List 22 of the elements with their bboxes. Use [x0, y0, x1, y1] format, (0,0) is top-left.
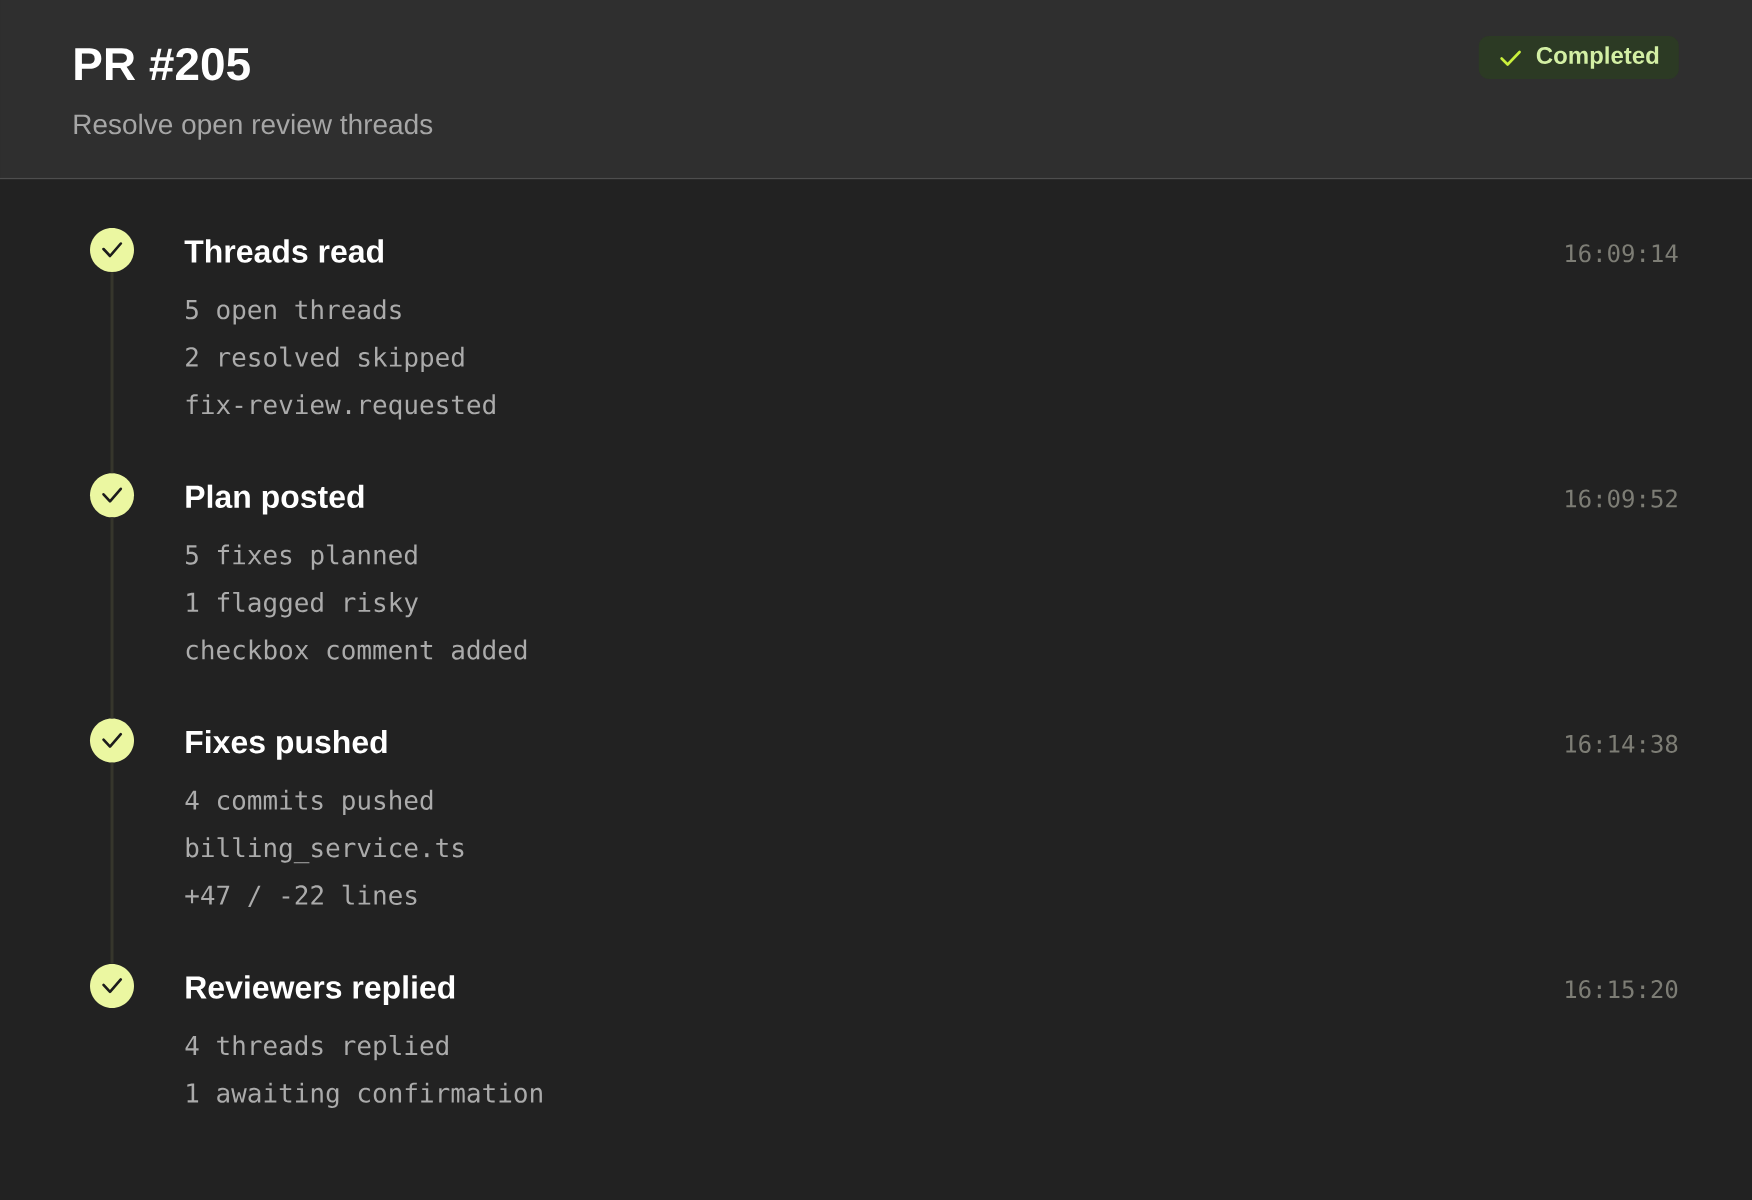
step-detail: checkbox comment added	[186, 639, 527, 660]
step-detail: 5 fixes planned	[186, 544, 417, 570]
step-detail: +47 / -22 lines	[185, 884, 417, 908]
timestamp: 16:15:20	[1566, 980, 1678, 999]
timestamp: 16:09:52	[1566, 489, 1677, 508]
subtitle: Resolve open review threads	[74, 113, 433, 140]
step-title: Plan posted	[186, 484, 364, 515]
step-detail: 1 flagged risky	[187, 591, 418, 618]
timestamp: 16:14:38	[1566, 734, 1678, 753]
step-detail: 1 awaiting confirmation	[187, 1082, 542, 1108]
step-title: Reviewers replied	[186, 975, 455, 1006]
step-title: Threads read	[184, 239, 383, 263]
status-badge: Completed	[1478, 36, 1679, 79]
step-detail: billing_service.ts	[186, 837, 464, 864]
step-title: Fixes pushed	[186, 729, 387, 760]
step-detail: 2 resolved skipped	[186, 346, 464, 372]
step-detail: 5 open threads	[186, 299, 401, 325]
step-detail: 4 threads replied	[185, 1035, 448, 1061]
timestamp: 16:09:14	[1566, 244, 1678, 263]
step-detail: fix-review.requested	[186, 394, 495, 420]
step-detail: 4 commits pushed	[185, 789, 433, 815]
page-title: PR #205	[75, 47, 250, 81]
